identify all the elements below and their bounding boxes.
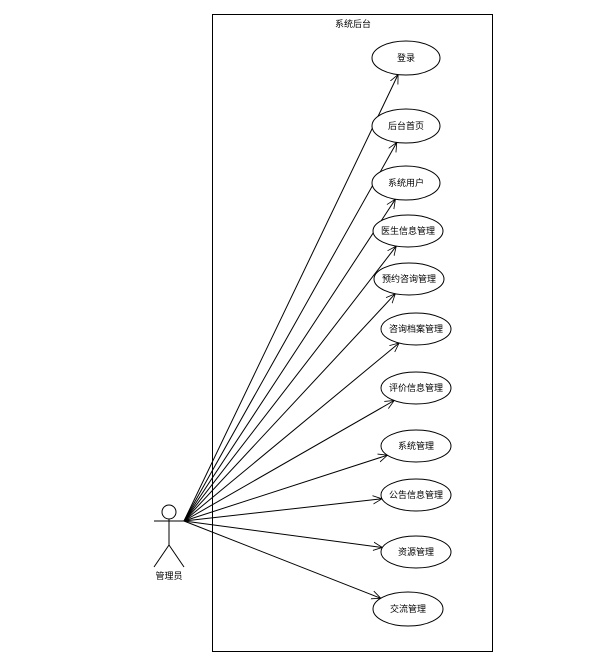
use-case-ellipse bbox=[380, 312, 452, 346]
use-case-label: 系统用户 bbox=[388, 177, 424, 189]
use-case-label: 公告信息管理 bbox=[389, 489, 443, 501]
use-case-ellipse bbox=[371, 40, 441, 76]
use-case-ellipse bbox=[380, 429, 452, 463]
actor-label: 管理员 bbox=[155, 570, 182, 582]
use-case-label: 登录 bbox=[397, 53, 415, 64]
use-case: 登录 bbox=[371, 40, 441, 76]
association-line bbox=[183, 343, 399, 522]
use-case: 医生信息管理 bbox=[372, 214, 444, 248]
use-case: 咨询档案管理 bbox=[380, 312, 452, 346]
use-case-ellipse bbox=[372, 214, 444, 248]
use-case: 系统管理 bbox=[380, 429, 452, 463]
use-case: 评价信息管理 bbox=[380, 371, 452, 405]
use-case-ellipse bbox=[371, 108, 441, 144]
association-line bbox=[183, 246, 396, 522]
use-case-label: 评价信息管理 bbox=[389, 382, 443, 394]
use-case-ellipse bbox=[380, 371, 452, 405]
system-boundary-box bbox=[212, 14, 493, 652]
association-line bbox=[183, 294, 395, 522]
associations bbox=[183, 75, 399, 599]
use-case-label: 资源管理 bbox=[398, 546, 434, 558]
system-title: 系统后台 bbox=[335, 18, 371, 30]
actor-left-leg bbox=[153, 544, 170, 568]
use-case: 预约咨询管理 bbox=[373, 262, 445, 296]
association-line bbox=[183, 199, 395, 522]
actor-right-leg bbox=[168, 544, 185, 568]
use-case-ellipse bbox=[380, 535, 452, 569]
association-line bbox=[183, 455, 387, 522]
use-case-label: 咨询档案管理 bbox=[389, 323, 443, 335]
actor-head bbox=[161, 504, 177, 520]
use-case-ellipse bbox=[371, 165, 441, 201]
association-line bbox=[183, 520, 382, 548]
use-case-ellipse bbox=[372, 591, 444, 627]
actor: 管理员 bbox=[153, 504, 185, 582]
use-case-ellipse bbox=[380, 478, 452, 512]
use-case-ellipse bbox=[373, 262, 445, 296]
use-case-label: 预约咨询管理 bbox=[382, 273, 436, 285]
use-case-label: 系统管理 bbox=[398, 440, 434, 452]
use-case-label: 后台首页 bbox=[388, 120, 424, 132]
association-line bbox=[183, 401, 394, 522]
use-case: 后台首页 bbox=[371, 108, 441, 144]
use-case-label: 交流管理 bbox=[390, 603, 426, 615]
use-case: 系统用户 bbox=[371, 165, 441, 201]
use-case: 交流管理 bbox=[372, 591, 444, 627]
association-line bbox=[183, 75, 399, 522]
system-boundary: 系统后台 bbox=[212, 14, 493, 652]
association-line bbox=[183, 142, 397, 522]
association-line bbox=[183, 520, 381, 598]
use-case-label: 医生信息管理 bbox=[381, 225, 435, 237]
use-case: 公告信息管理 bbox=[380, 478, 452, 512]
use-case: 资源管理 bbox=[380, 535, 452, 569]
use-cases: 登录后台首页系统用户医生信息管理预约咨询管理咨询档案管理评价信息管理系统管理公告… bbox=[371, 40, 452, 627]
association-line bbox=[183, 499, 382, 522]
